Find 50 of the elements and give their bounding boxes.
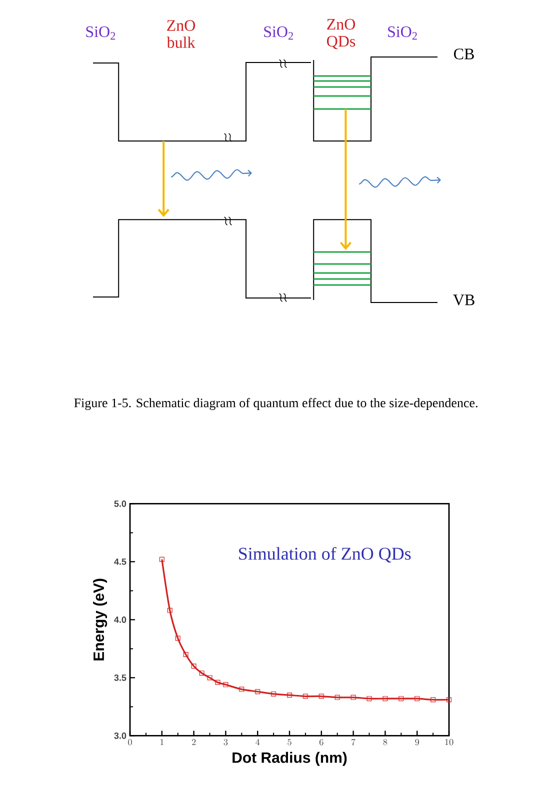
material-label: ZnO QDs (327, 18, 356, 50)
point (350, 694, 356, 700)
point (334, 694, 340, 700)
point (199, 670, 204, 676)
point (183, 652, 188, 658)
point (191, 664, 196, 669)
material-label: SiO$_{2}$ (264, 26, 293, 40)
y-tick-label: 5.0 (114, 500, 126, 507)
point (175, 636, 180, 641)
point (215, 680, 220, 685)
point (207, 675, 212, 680)
point (287, 692, 292, 698)
point (167, 608, 172, 613)
x-tick-label: 9 (415, 739, 420, 746)
point (414, 696, 420, 702)
caption: Figure 1-5. Schematic diagram of quantum effect due to the size-dependence. (74, 398, 478, 410)
point (223, 682, 228, 688)
point (318, 694, 324, 699)
x-tick-label: 10 (445, 739, 454, 746)
x-tick-label: 5 (288, 739, 292, 746)
x-tick-label: 0 (128, 739, 132, 746)
point (366, 696, 372, 702)
point (159, 556, 164, 562)
y-axis-title: Energy (eV) (93, 578, 108, 660)
material-label: VB (453, 294, 474, 306)
x-axis-title: Dot Radius (nm) (232, 752, 347, 766)
x-tick-label: 2 (192, 739, 196, 746)
y-tick-label: 4.0 (114, 616, 126, 623)
y-tick-label: 3.5 (114, 674, 126, 681)
x-tick-label: 4 (256, 738, 260, 746)
point (239, 686, 244, 692)
y-tick-label: 4.5 (114, 558, 126, 565)
y-tick-label: 3.0 (114, 732, 126, 739)
material-label: CB (454, 48, 474, 60)
material-label: ZnO bulk (166, 20, 196, 48)
x-tick-label: 6 (319, 739, 324, 746)
x-tick-label: 7 (352, 738, 356, 746)
point (398, 696, 404, 702)
x-tick-label: 8 (383, 739, 388, 746)
x-tick-label: 1 (160, 739, 164, 746)
point (382, 696, 388, 702)
material-label: SiO$_{2}$ (86, 26, 116, 40)
point (255, 689, 260, 694)
material-label: SiO$_{2}$ (388, 26, 417, 40)
point (446, 697, 452, 702)
point (302, 694, 308, 699)
point (430, 697, 436, 702)
point (271, 691, 276, 696)
x-tick-label: 3 (224, 739, 228, 746)
annotation: Simulation of ZnO QDs (239, 546, 411, 563)
